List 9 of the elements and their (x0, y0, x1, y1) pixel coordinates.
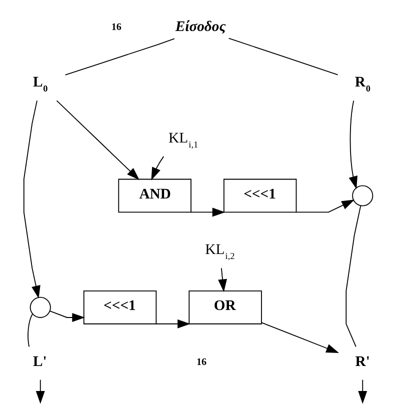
node-text: L' (33, 354, 47, 370)
label: 16 (111, 22, 122, 33)
node-text: KL$_{i,2}$ (205, 242, 235, 262)
node-text: Είσοδος (175, 18, 226, 35)
node-text: R' (355, 354, 370, 370)
node-text: KL$_{i,1}$ (168, 130, 198, 150)
node-text: R$_{0}$ (354, 74, 370, 94)
label: 16 (196, 356, 207, 368)
node-text: L$_{0}$ (33, 74, 48, 94)
